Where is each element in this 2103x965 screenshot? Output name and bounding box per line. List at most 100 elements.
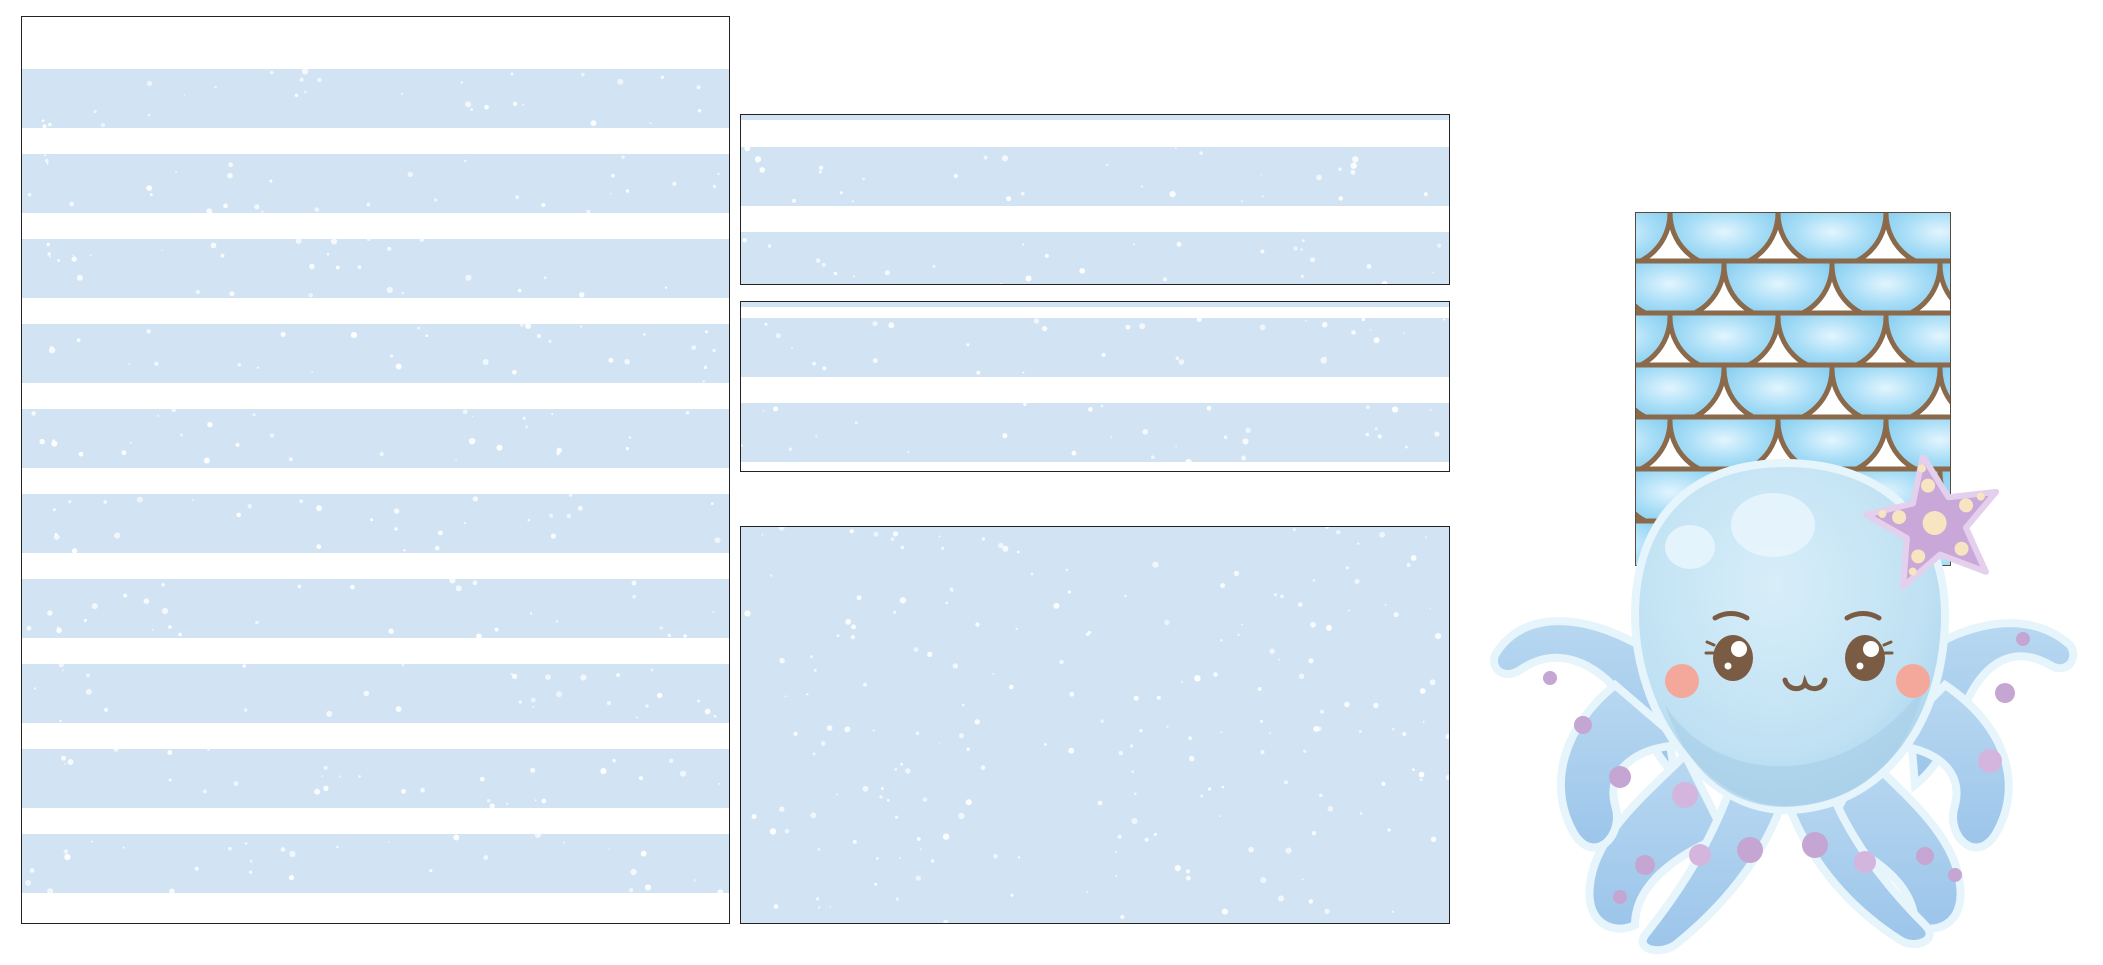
speckle-dot (826, 725, 833, 731)
speckle-dot (759, 167, 765, 173)
speckle-dot (463, 521, 467, 525)
speckle-dot (965, 799, 972, 806)
tentacle-spots (1543, 632, 2030, 904)
speckle-dot (169, 888, 175, 894)
scale-shape (1937, 362, 1950, 405)
speckle-dot (321, 775, 324, 778)
speckle-dot (483, 855, 489, 860)
speckle-dot (1015, 627, 1018, 630)
speckle-dot (161, 583, 165, 587)
speckle-dot (609, 192, 612, 195)
speckle-dot (1002, 433, 1008, 439)
speckle-dot (527, 518, 531, 522)
speckle-dot (1419, 688, 1426, 694)
speckle-dot (1242, 438, 1249, 445)
speckle-dot (89, 254, 92, 257)
speckle-dot (168, 778, 172, 782)
stripe-band (22, 154, 729, 213)
speckle-dot (1392, 406, 1399, 413)
speckle-dot (83, 618, 87, 622)
speckle-dot (998, 542, 1004, 549)
speckle-dot (913, 647, 919, 653)
speckle-dot (1351, 330, 1356, 335)
speckle-dot (1445, 774, 1449, 781)
speckle-dot (769, 828, 777, 835)
speckle-dot (100, 122, 106, 128)
speckle-dot (512, 370, 517, 375)
speckle-dot (767, 244, 772, 248)
speckle-dot (1071, 450, 1077, 456)
speckle-dot (1152, 561, 1159, 568)
speckle-dot (784, 829, 790, 834)
speckle-dot (148, 114, 151, 117)
speckle-dot (577, 505, 583, 511)
speckle-dot (311, 371, 314, 373)
speckle-dot (288, 457, 293, 462)
speckle-dot (941, 546, 945, 550)
speckle-dot (1373, 337, 1380, 344)
speckle-dot (434, 545, 440, 551)
speckle-dot (1320, 709, 1324, 714)
speckle-dot (1101, 352, 1106, 357)
scale-shape (1721, 362, 1835, 426)
speckle-dot (816, 897, 820, 901)
speckle-dot (1336, 530, 1341, 535)
speckle-dot (33, 687, 37, 690)
stripe-band (22, 834, 729, 893)
speckle-dot (938, 742, 941, 744)
speckle-dot (649, 122, 652, 125)
speckle-dot (900, 762, 903, 766)
speckle-dot (872, 321, 878, 327)
speckle-dot (863, 682, 868, 687)
speckle-dot (629, 888, 634, 893)
speckle-dot (393, 508, 400, 514)
speckle-dot (534, 831, 542, 838)
speckle-dot (920, 848, 922, 850)
speckle-dot (1369, 329, 1372, 331)
scale-shape (1829, 258, 1943, 322)
speckle-dot (852, 275, 855, 278)
speckle-dot (915, 731, 920, 735)
speckle-dot (512, 673, 518, 680)
speckle-dot (793, 731, 798, 736)
speckle-dot (67, 759, 74, 765)
speckle-dot (72, 254, 74, 257)
speckle-dot (1010, 893, 1014, 897)
speckle-dot (563, 841, 565, 844)
speckle-dot (1181, 681, 1184, 683)
speckle-dot (326, 710, 333, 717)
speckle-dot (1285, 847, 1292, 854)
speckle-dot (999, 283, 1004, 284)
speckle-dot (407, 171, 413, 178)
speckle-dot (1033, 318, 1040, 324)
speckle-dot (29, 868, 35, 873)
speckle-dot (1206, 406, 1212, 411)
speckle-dot (608, 848, 610, 850)
octopus-illustration (1485, 453, 2085, 960)
speckle-dot (42, 124, 47, 129)
speckle-dot (56, 627, 62, 634)
speckle-dot (1325, 624, 1332, 631)
speckle-dot (839, 191, 843, 195)
speckle-dot (779, 658, 785, 664)
speckle-dot (915, 875, 921, 881)
speckle-dot (1422, 720, 1425, 723)
speckle-dot (437, 530, 443, 536)
speckle-dot (1169, 191, 1176, 198)
speckle-dot (358, 775, 361, 778)
speckle-dot (1002, 545, 1009, 552)
speckle-dot (548, 339, 552, 343)
speckle-dot (714, 537, 721, 544)
speckle-dot (1151, 455, 1155, 460)
speckle-dot (1185, 869, 1190, 874)
speckle-dot (1110, 436, 1113, 438)
speckle-dot (844, 726, 851, 733)
speckle-dot (703, 365, 708, 370)
speckle-dot (1241, 455, 1247, 461)
speckle-dot (1100, 404, 1104, 408)
speckle-dot (1065, 568, 1069, 572)
speckle-dot (1023, 402, 1027, 406)
speckle-dot (1387, 828, 1391, 832)
speckle-dot (1312, 579, 1316, 582)
speckle-dot (1430, 836, 1437, 842)
